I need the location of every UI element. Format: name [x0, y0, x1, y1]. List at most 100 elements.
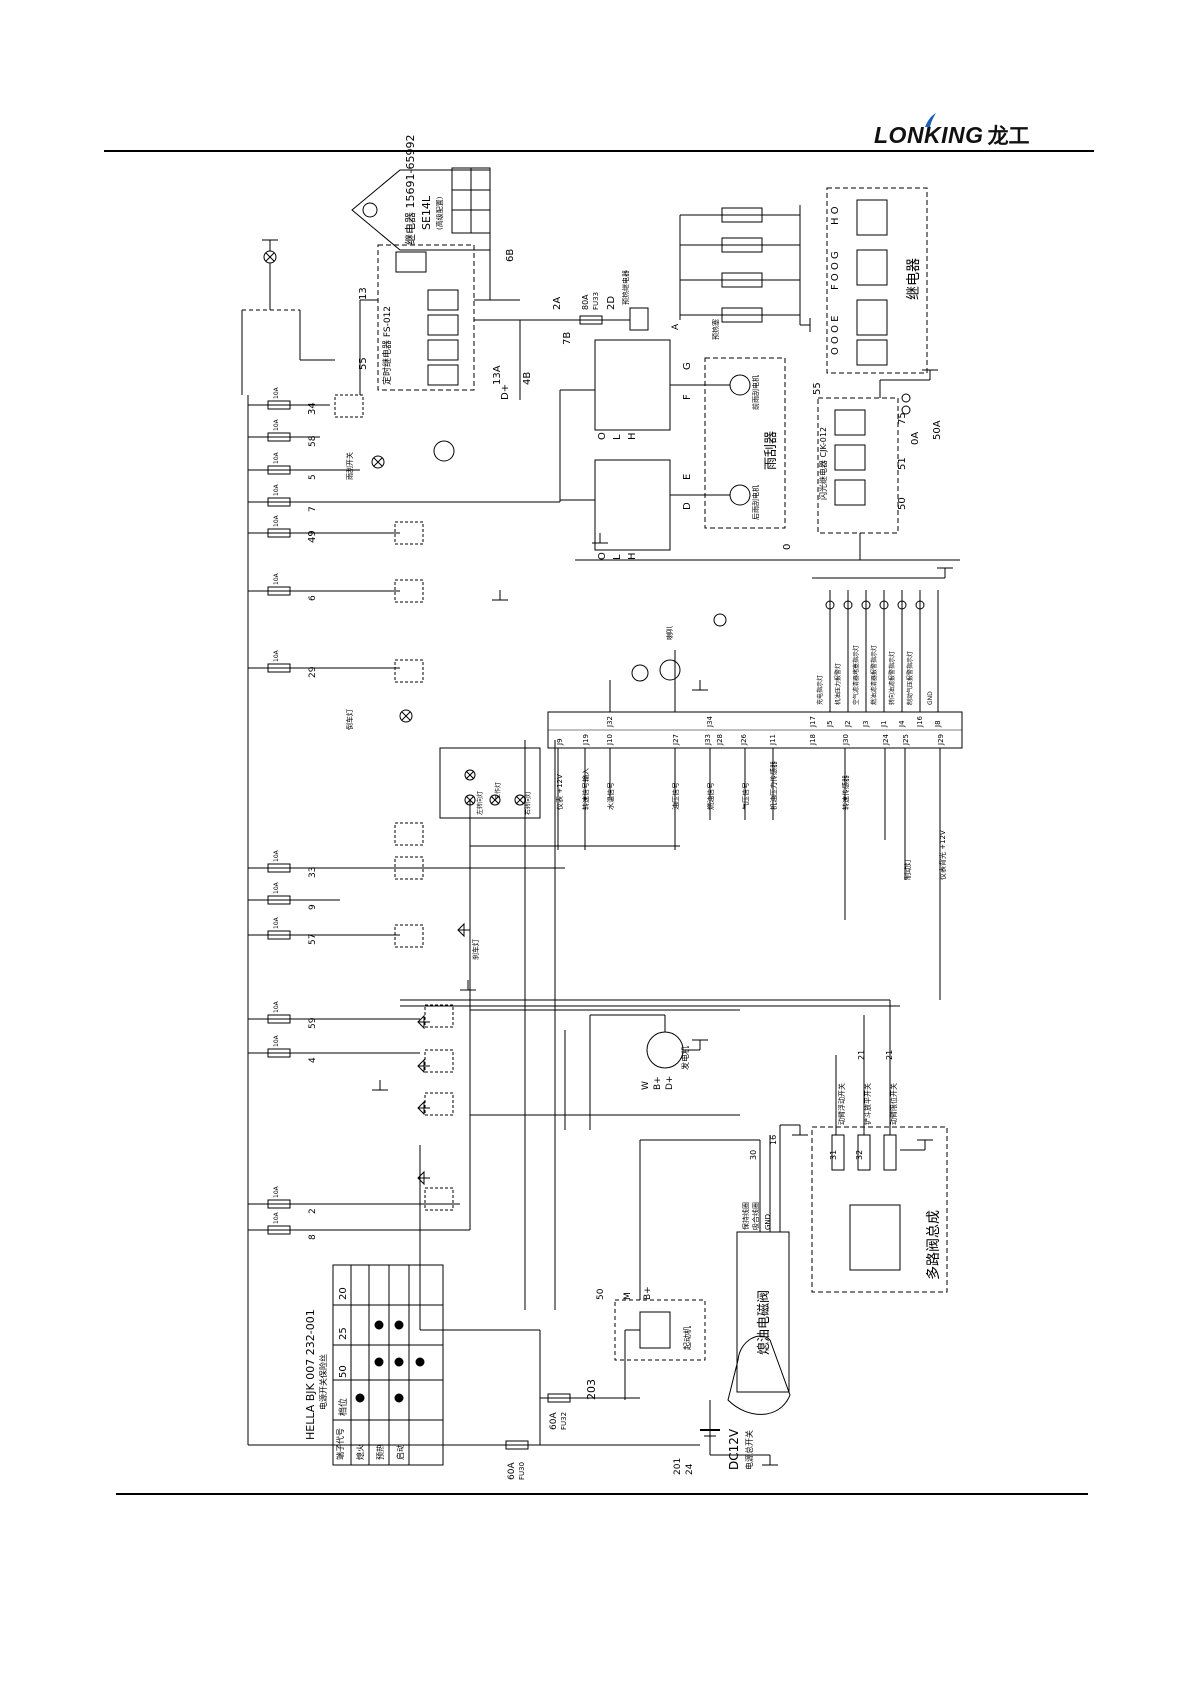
- pin-J1: J1: [880, 720, 888, 728]
- wiper-wire-F: F: [682, 394, 693, 400]
- alternator-wire-W: W: [641, 1081, 651, 1090]
- lamp-turn-right: 右转向灯: [524, 791, 532, 815]
- ind-label-1: 充电指示灯: [816, 675, 824, 705]
- wiper-wire-G: G: [682, 362, 693, 370]
- pin-J18: J18: [809, 734, 817, 746]
- ind-label-2: 机油压力报警灯: [834, 663, 842, 705]
- pin-J8: J8: [934, 720, 942, 728]
- fuse-table-col-2: 25: [338, 1327, 349, 1340]
- timer-wire-D+: D+: [500, 384, 511, 400]
- ind-label-5: 转向油滤报警指示灯: [888, 651, 896, 705]
- flasher-wire-50A: 50A: [932, 420, 943, 440]
- relay-module-title: 继电器 15691-65992: [404, 135, 417, 245]
- wire-8: 8: [308, 1234, 318, 1240]
- fuse-table-row-1: 端子代号: [335, 1428, 345, 1460]
- glow-wire-2D: 2D: [606, 296, 617, 310]
- pin-J11: J11: [769, 734, 777, 746]
- ctl-bottom-3: 水温信号: [606, 782, 615, 810]
- battery-wire-24: 24: [685, 1463, 695, 1475]
- pin-J19: J19: [582, 734, 590, 746]
- multi-valve-wire-3: 31: [829, 1150, 838, 1160]
- stop-solenoid-wire-30: 30: [749, 1150, 758, 1160]
- wiper-wire-E: E: [682, 474, 693, 480]
- lamp-clusters: [263, 250, 727, 819]
- fuse-start-rating: 60A: [549, 1412, 559, 1430]
- glow-fuse-id: FU33: [592, 292, 600, 310]
- ind-label-3: 空气滤清器堵塞指示灯: [852, 645, 860, 705]
- wiper-label: 雨刮器: [764, 431, 779, 470]
- lamp-horn: 喇叭: [665, 626, 674, 640]
- stop-solenoid: [639, 1124, 808, 1415]
- fuse-table-row-3: 预热: [375, 1444, 385, 1460]
- fuse-FU7-rating: 10A: [273, 881, 280, 894]
- pin-J27: J27: [672, 734, 680, 746]
- stop-solenoid-gnd: GND: [764, 1214, 772, 1230]
- timer-wire-6B: 6B: [505, 249, 516, 262]
- battery-voltage: DC12V: [727, 1428, 741, 1470]
- fuse-table-col-4: 档位: [337, 1398, 349, 1416]
- alternator-label: 发电机: [680, 1046, 690, 1070]
- wire-2: 2: [308, 1208, 318, 1214]
- fuse-FU4-rating: 10A: [273, 1034, 280, 1047]
- fuse-FU2-rating: 10A: [273, 1211, 280, 1224]
- starter-label: 起动机: [682, 1326, 692, 1350]
- flasher-wire-0: 0: [782, 544, 793, 550]
- ctl-bottom-4: 油压信号: [671, 782, 680, 810]
- fuse-FU13-rating: 10A: [273, 451, 280, 464]
- timer-module-label: 定时继电器 FS-012: [381, 306, 393, 385]
- lamp-reverse: 倒车灯: [345, 709, 354, 730]
- pin-J2: J2: [844, 720, 852, 728]
- battery-switch-label: 电源总开关: [744, 1430, 754, 1470]
- battery: [505, 1393, 778, 1466]
- timer-module: [377, 233, 521, 400]
- glow-plugs: [520, 205, 811, 332]
- multi-valve-sw-1: 动臂浮动开关: [837, 1083, 846, 1125]
- brand-chinese: 龙工: [987, 124, 1030, 148]
- pin-J16: J16: [916, 715, 924, 728]
- multi-valve-label: 多路阀总成: [925, 1210, 942, 1280]
- fuse-FU9-rating: 10A: [273, 649, 280, 662]
- ctl-bottom-5: 燃油信号: [706, 782, 715, 810]
- header-rule: [104, 150, 1094, 152]
- wire-58: 58: [308, 435, 318, 447]
- pin-J5: J5: [826, 720, 834, 728]
- starter-wire-50: 50: [596, 1288, 606, 1300]
- pin-J26: J26: [740, 733, 748, 746]
- starter-wire-B+: B+: [643, 1286, 653, 1300]
- key-switch-branch: [241, 239, 378, 395]
- alternator-wire-B+: B+: [653, 1076, 663, 1090]
- ctl-bottom-10: 仪表背光 +12V: [938, 830, 947, 880]
- pin-J29: J29: [937, 734, 945, 746]
- indicator-lamps: [825, 600, 925, 610]
- pin-J9: J9: [556, 738, 564, 746]
- starter-wire-M: M: [623, 1292, 633, 1300]
- relay-module-code: SE14L: [420, 195, 433, 230]
- ind-label-gnd: GND: [927, 691, 934, 705]
- glow-wire-A: A: [671, 323, 681, 330]
- wire-57: 57: [308, 934, 318, 945]
- wire-6: 6: [308, 595, 318, 601]
- multi-valve-wire-2: 21: [885, 1050, 894, 1060]
- relay-box-right-row-3: O O O E: [830, 316, 841, 355]
- ind-label-6: 制动气压报警指示灯: [906, 651, 914, 705]
- glow-relay-label: 预热继电器: [621, 270, 630, 305]
- fuse-table-title: HELLA BJK 007 232-001: [304, 1309, 317, 1440]
- pin-J3: J3: [862, 720, 870, 728]
- glow-plug-label: 预热塞: [711, 319, 720, 340]
- ctl-bottom-9: 制动灯: [903, 859, 912, 880]
- fuse-table-subtitle: 电源开关保险丝: [318, 1354, 328, 1410]
- wiper-term-O2: O: [597, 552, 608, 560]
- footer-rule: [116, 1493, 1088, 1495]
- ctl-bottom-7: 机油压力传感器: [769, 761, 778, 810]
- diodes: [417, 922, 470, 1186]
- multi-valve-box: [811, 1000, 948, 1293]
- lamp-brake: 刹车灯: [471, 939, 480, 960]
- flasher-label: 闪光继电器 CJK-012: [818, 427, 828, 500]
- relay-module-note: (高级配置): [435, 196, 444, 230]
- relay-box-right-row-1: H O: [830, 206, 841, 225]
- stop-solenoid-pull: 吸合线圈: [751, 1202, 760, 1230]
- lamp-wiper-switch: 雨刮开关: [345, 452, 354, 480]
- fuse-start-id: FU32: [560, 1412, 568, 1430]
- pin-J34: J34: [706, 715, 714, 728]
